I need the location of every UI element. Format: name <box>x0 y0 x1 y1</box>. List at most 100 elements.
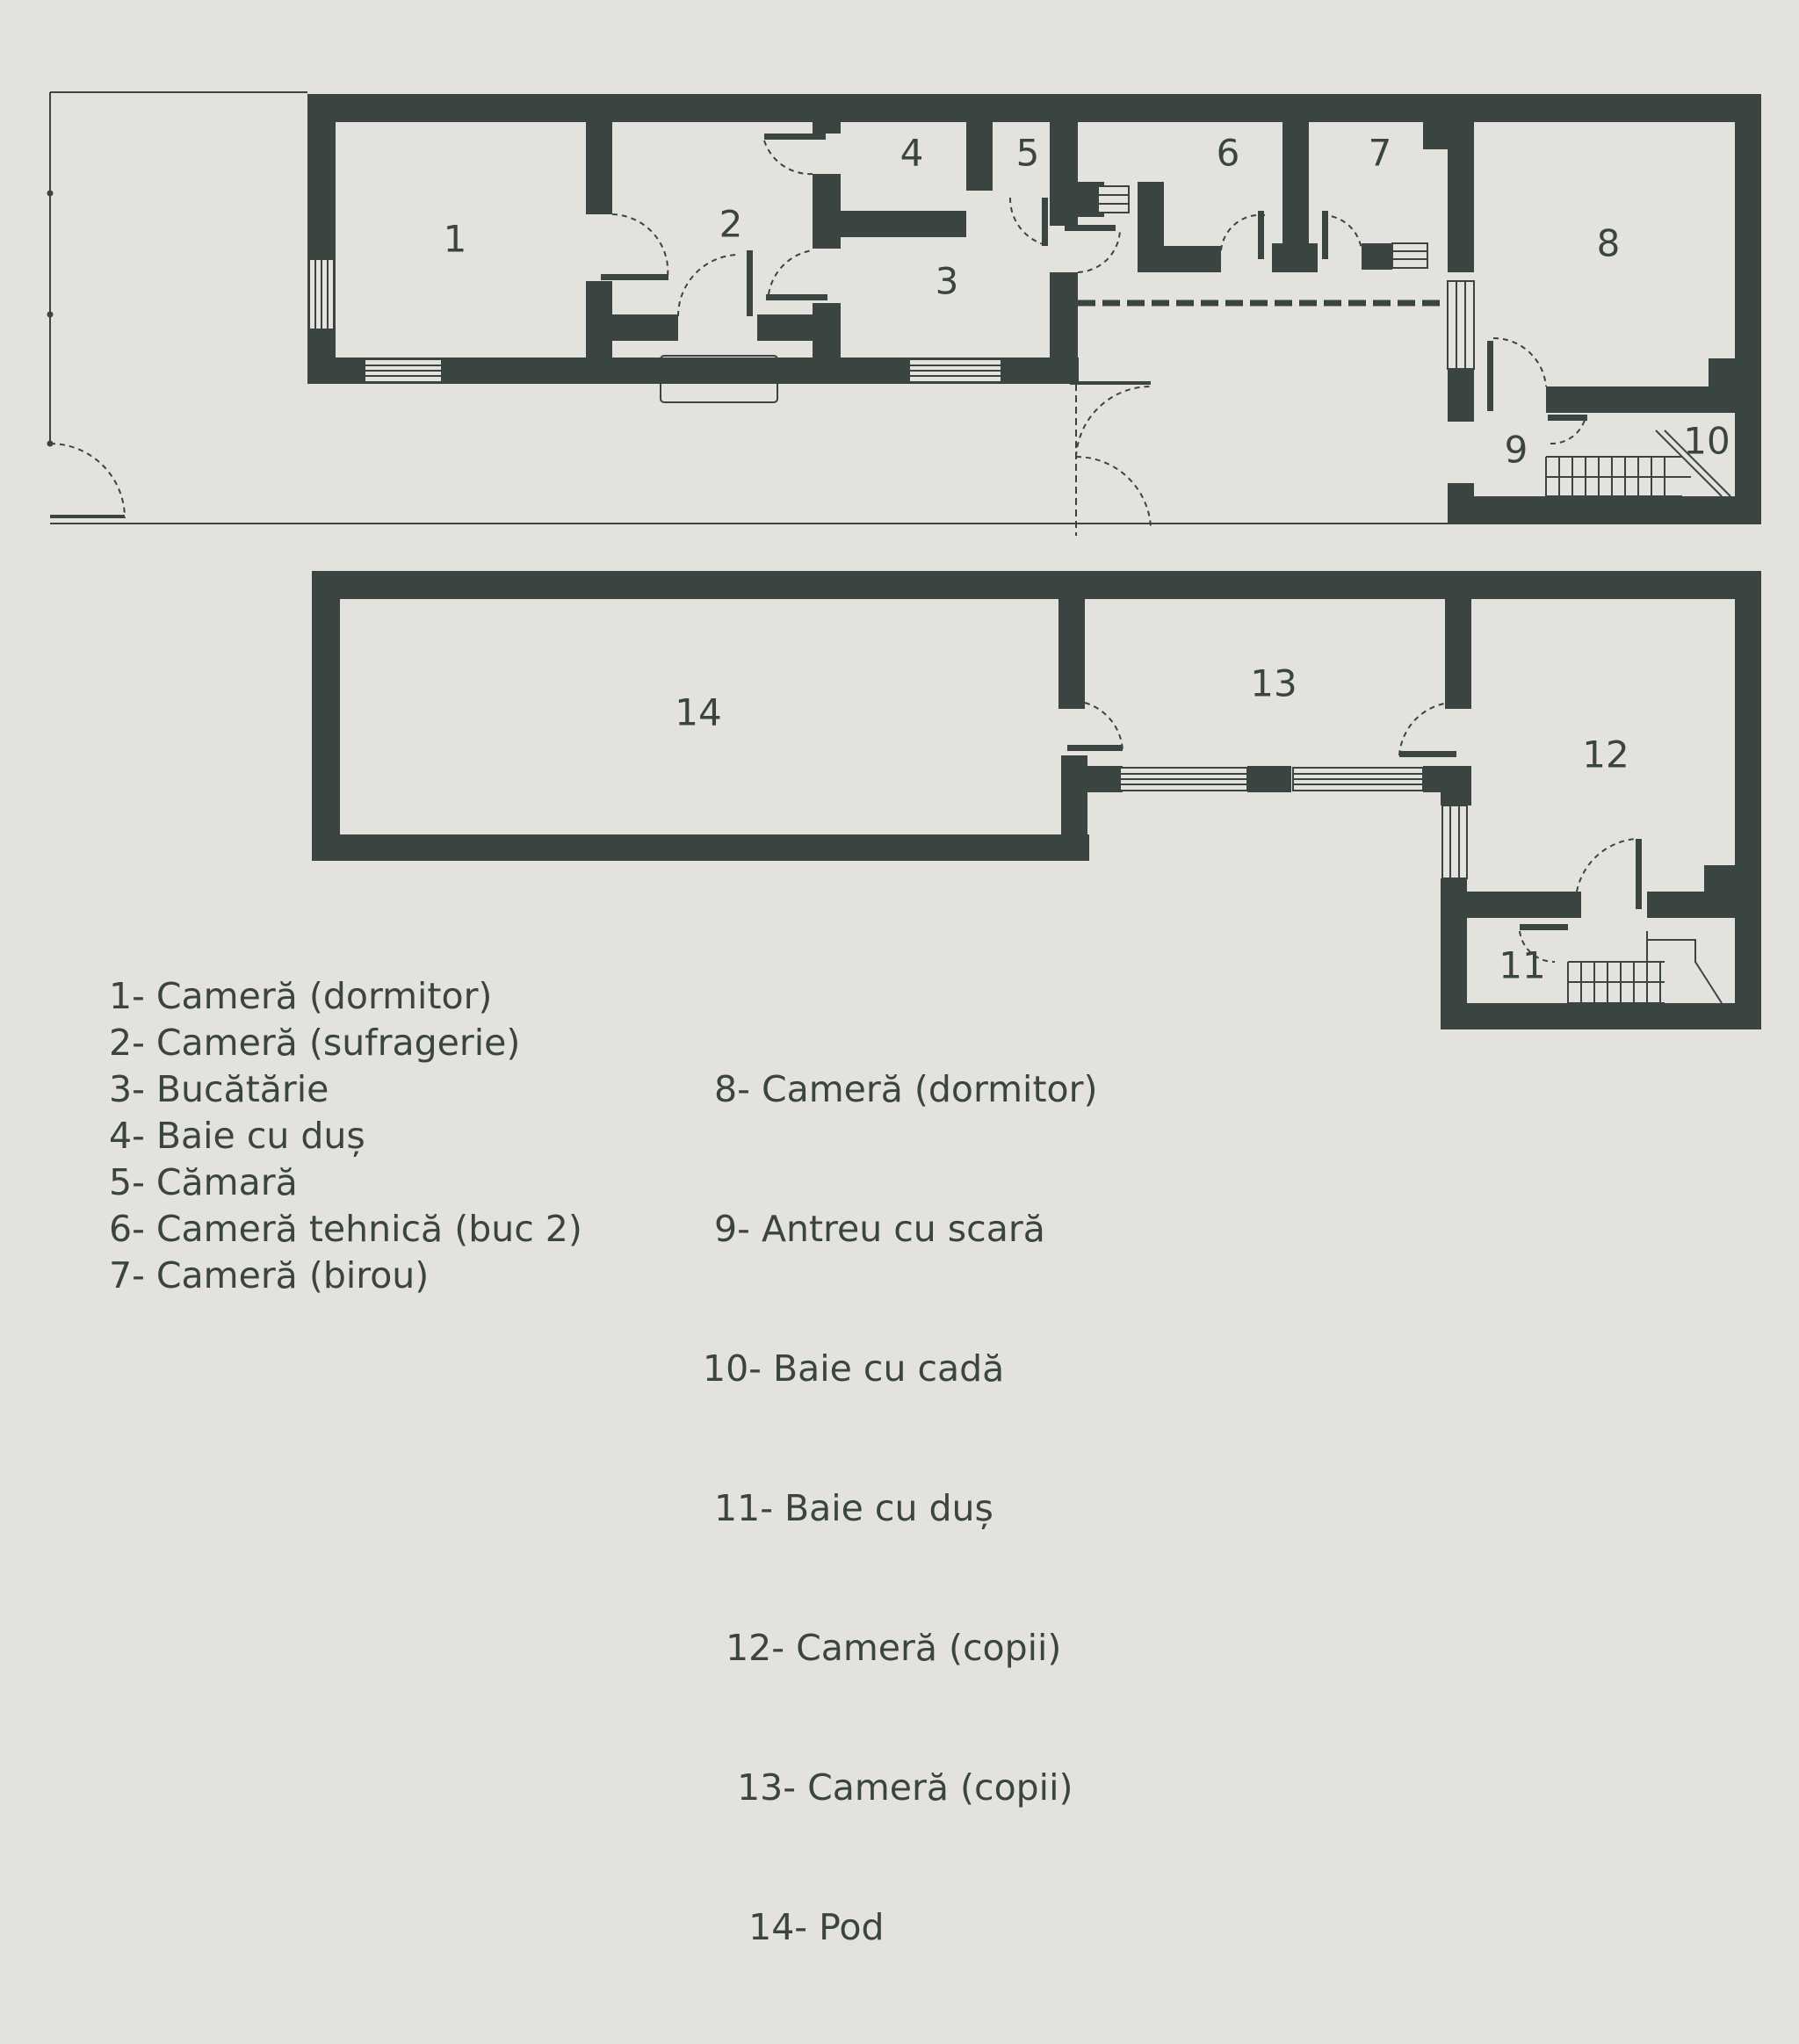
room-label-8: 8 <box>1597 222 1621 265</box>
legend-item: 7- Cameră (birou) <box>109 1254 430 1296</box>
room-label-7: 7 <box>1369 132 1392 175</box>
legend-item: 10- Baie cu cadă <box>703 1347 1005 1390</box>
room-label-10: 10 <box>1683 420 1730 463</box>
wall-left-upper <box>312 571 340 861</box>
upper-door-leaves <box>1067 745 1642 930</box>
stairs-ground <box>1545 430 1731 497</box>
room-label-9: 9 <box>1505 429 1528 472</box>
door-2-3 <box>768 249 813 295</box>
door-3-hall <box>1077 229 1121 273</box>
entrance-step <box>660 355 778 403</box>
door-4 <box>763 140 813 176</box>
wall-top-upper <box>312 571 1761 599</box>
room-label-1: 1 <box>444 218 467 261</box>
ground-floor-windows <box>308 185 1475 383</box>
wall-6-7-foot <box>1272 243 1318 272</box>
wall-14-lower <box>1061 755 1087 861</box>
legend-item: 5- Cămară <box>109 1161 298 1203</box>
wall-14-13 <box>1058 599 1085 709</box>
upper-floor-walls <box>312 571 1761 1029</box>
floor-plan-drawing: 1 2 3 4 5 6 7 8 9 10 11 12 13 14 <box>47 91 1761 1029</box>
upper-floor-windows <box>1119 767 1468 879</box>
wall-4-door-stub <box>813 120 841 134</box>
wall-3-lower-stub <box>757 314 813 341</box>
doors <box>49 140 1586 528</box>
legend-item: 14- Pod <box>703 1906 885 1948</box>
room-labels: 1 2 3 4 5 6 7 8 9 10 11 12 13 14 <box>444 132 1730 987</box>
room-label-4: 4 <box>900 132 924 175</box>
legend-item: 4- Baie cu duș <box>109 1115 365 1157</box>
wall-13-left-stub <box>1087 766 1123 792</box>
wall-6-7 <box>1282 120 1309 243</box>
gate-lower <box>1075 455 1152 528</box>
window-hall-8 <box>1447 280 1475 370</box>
wall-4-bottom <box>813 211 966 237</box>
door-12-stair <box>1576 838 1636 892</box>
yard-and-misc <box>47 91 1448 536</box>
wall-8-bottom <box>1546 386 1735 413</box>
floor-plan-diagram: 1 2 3 4 5 6 7 8 9 10 11 12 13 14 1- Came… <box>47 91 1761 1948</box>
door-2-entrance <box>677 254 739 317</box>
room-label-2: 2 <box>719 203 743 246</box>
room-label-14: 14 <box>675 691 721 734</box>
wall-stub-9 <box>1448 483 1474 524</box>
legend-item: 8- Cameră (dormitor) <box>703 1068 1098 1110</box>
door-1-2 <box>611 213 669 278</box>
wall-12-step <box>1704 865 1735 918</box>
wall-8-corner <box>1709 358 1735 413</box>
legend-item: 13- Cameră (copii) <box>703 1766 1073 1809</box>
gate-upper <box>1075 385 1152 458</box>
wall-3-right <box>1050 272 1078 360</box>
wall-13-mid <box>1247 766 1291 792</box>
wall-13-12 <box>1445 599 1471 709</box>
wall-11-top-left <box>1441 892 1581 918</box>
wall-bottom-rear <box>1448 496 1761 524</box>
wall-6-bottom <box>1138 246 1221 272</box>
wall-bottom-upper <box>1441 1003 1761 1029</box>
legend-item: 2- Cameră (sufragerie) <box>109 1022 521 1064</box>
wall-bottom-14 <box>312 834 1089 861</box>
stairs-upper <box>1567 931 1723 1004</box>
wall-top <box>307 94 1761 122</box>
legend-item: 11- Baie cu duș <box>703 1487 993 1529</box>
door-8 <box>1492 336 1547 387</box>
wall-1-2-upper <box>586 122 612 214</box>
wall-1-2-lower <box>586 281 612 369</box>
wall-12-corner <box>1441 766 1471 805</box>
legend-right-column: 8- Cameră (dormitor) 9- Antreu cu scară … <box>703 973 1097 2044</box>
room-label-3: 3 <box>936 260 959 303</box>
wall-2-3-lower <box>813 303 841 360</box>
wall-right-upper <box>1735 571 1761 1029</box>
wall-4-5 <box>966 120 993 191</box>
room-label-13: 13 <box>1250 662 1297 705</box>
door-10 <box>1550 416 1586 445</box>
door-13-12 <box>1398 702 1450 756</box>
wall-5-6-upper <box>1050 120 1078 226</box>
upper-doors <box>1084 702 1636 964</box>
wall-right <box>1735 94 1761 524</box>
window-12 <box>1441 805 1468 879</box>
ground-floor-walls <box>307 94 1761 524</box>
wall-8-lower <box>1448 369 1474 422</box>
yard-gate <box>49 443 126 519</box>
legend-item: 6- Cameră tehnică (buc 2) <box>109 1208 582 1250</box>
room-label-5: 5 <box>1016 132 1040 175</box>
wall-7-corner <box>1423 114 1449 149</box>
room-label-11: 11 <box>1499 944 1545 987</box>
door-6 <box>1220 213 1266 251</box>
wall-7-bottom-stub <box>1362 243 1392 270</box>
legend-item: 12- Cameră (copii) <box>703 1627 1062 1669</box>
wall-left <box>307 94 336 384</box>
vent-7 <box>1391 242 1428 269</box>
wall-7-8 <box>1448 114 1474 272</box>
door-leaves <box>50 134 1587 518</box>
legend-left-column: 1- Cameră (dormitor) 2- Cameră (sufrager… <box>109 973 582 1299</box>
door-7 <box>1321 213 1362 251</box>
legend-item: 9- Antreu cu scară <box>703 1208 1045 1250</box>
legend-item: 1- Cameră (dormitor) <box>109 975 493 1017</box>
wall-2-lower-stub <box>612 314 678 341</box>
door-14-13 <box>1084 702 1123 752</box>
room-label-6: 6 <box>1217 132 1240 175</box>
vent-6 <box>1097 185 1130 213</box>
legend-item: 3- Bucătărie <box>109 1068 329 1110</box>
